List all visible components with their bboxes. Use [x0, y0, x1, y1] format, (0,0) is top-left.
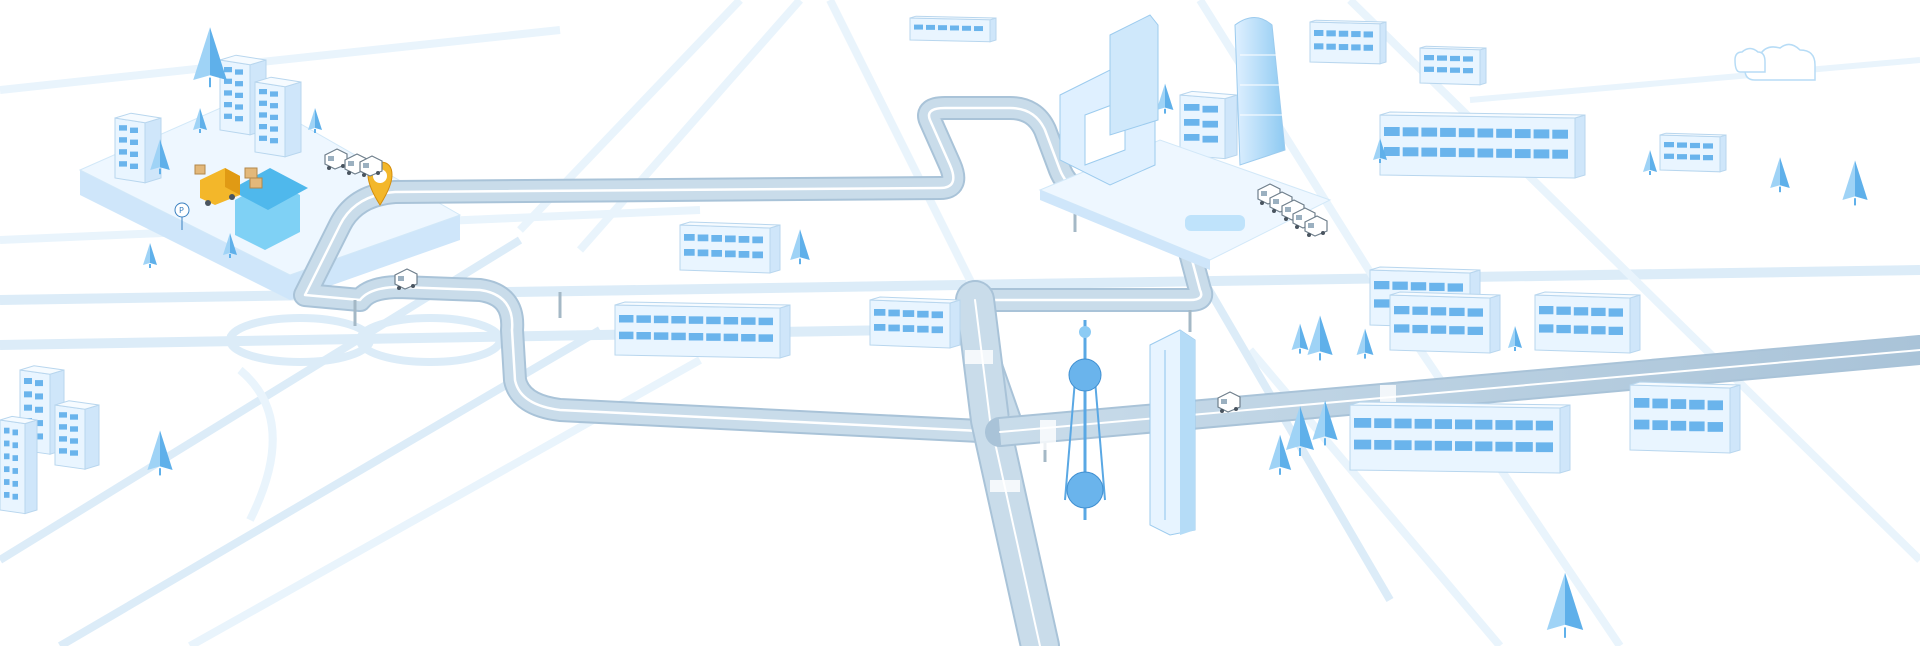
trees	[143, 27, 1868, 638]
tree	[1312, 400, 1338, 446]
tree	[1291, 323, 1309, 354]
building	[679, 221, 781, 274]
tree	[1356, 328, 1374, 359]
tree	[147, 430, 173, 476]
tree	[308, 108, 322, 133]
tree	[1508, 326, 1522, 351]
svg-text:P: P	[179, 206, 184, 215]
building	[1534, 291, 1641, 354]
building	[1629, 381, 1741, 454]
skyscraper-icon	[1149, 329, 1196, 536]
tree	[150, 139, 170, 175]
tree	[223, 233, 237, 258]
tree	[1268, 434, 1292, 475]
office-complex	[1038, 14, 1332, 270]
tree	[1842, 160, 1868, 206]
building	[114, 112, 162, 184]
tree	[1373, 138, 1387, 163]
building	[1379, 111, 1586, 179]
delivery-vehicle	[394, 268, 418, 290]
tree	[143, 243, 157, 268]
tree	[1546, 572, 1584, 638]
building	[254, 76, 302, 158]
tree	[1770, 157, 1790, 193]
autonomous-delivery-vehicles	[324, 148, 1328, 413]
package-boxes	[194, 164, 263, 189]
building	[1389, 291, 1501, 354]
building	[1419, 45, 1487, 86]
tree	[1643, 150, 1657, 175]
building	[0, 415, 38, 515]
tv-tower-icon	[1064, 320, 1106, 520]
delivery-truck-icon	[200, 168, 240, 206]
delivery-vehicle	[1304, 215, 1328, 237]
crosswalks	[965, 350, 1396, 492]
tree	[193, 27, 227, 88]
building	[54, 400, 100, 470]
tree	[193, 108, 207, 133]
parking-sign-icon: P	[174, 202, 190, 230]
building	[909, 15, 997, 43]
warehouse-store	[230, 168, 308, 250]
delivery-vehicle	[1217, 391, 1241, 413]
building	[614, 301, 791, 359]
building	[1309, 19, 1387, 65]
tree	[790, 229, 810, 265]
building-blocks	[0, 15, 1741, 515]
building	[1349, 401, 1571, 474]
cloud-icon	[1734, 43, 1816, 81]
building	[1179, 90, 1238, 160]
delivery-vehicle	[359, 155, 383, 177]
tree	[1156, 83, 1174, 114]
tree	[1286, 406, 1314, 456]
tree	[1307, 315, 1333, 361]
building	[1659, 132, 1727, 173]
building	[869, 296, 961, 349]
